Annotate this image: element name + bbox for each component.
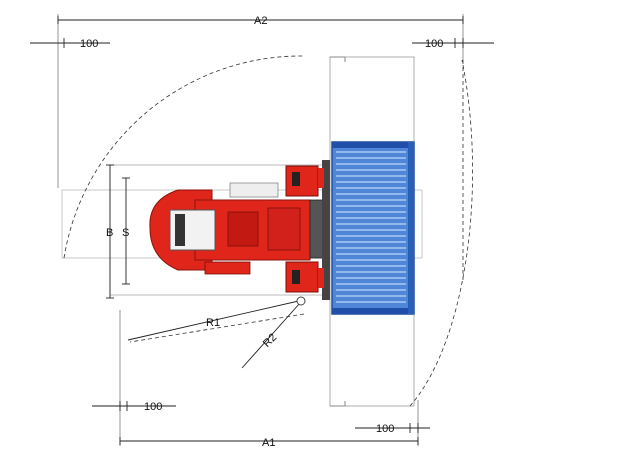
dimension-bottom-right-100: 100 — [355, 423, 430, 435]
dimension-top-right-100: 100 — [412, 38, 494, 50]
turning-center-point — [296, 296, 306, 306]
outer-turning-arc — [63, 55, 305, 259]
lower-turning-arc — [129, 313, 305, 343]
dimension-b: B — [106, 164, 114, 299]
label-a1: A1 — [262, 437, 275, 449]
dimension-s: S — [122, 177, 130, 285]
dimension-a1: A1 — [119, 437, 419, 449]
dimension-bottom-left-100: 100 — [92, 401, 176, 413]
label-r2: R2 — [261, 331, 279, 349]
shipping-container — [331, 141, 415, 315]
label-b: B — [106, 227, 113, 239]
label-s: S — [122, 227, 129, 239]
label-top-right-100: 100 — [425, 38, 443, 50]
wheel-front-left — [285, 165, 319, 197]
wheel-front-right — [285, 261, 319, 293]
right-turning-arc — [409, 59, 473, 407]
dimension-top-left-100: 100 — [30, 38, 110, 50]
forklift-truck — [149, 160, 330, 300]
label-r1: R1 — [206, 317, 220, 329]
label-a2: A2 — [254, 15, 267, 27]
radius-r2: R2 — [241, 302, 301, 369]
label-top-left-100: 100 — [80, 38, 98, 50]
label-bottom-right-100: 100 — [376, 423, 394, 435]
radius-r1: R1 — [127, 299, 304, 341]
label-bottom-left-100: 100 — [144, 401, 162, 413]
dimension-a2: A2 — [57, 15, 464, 27]
